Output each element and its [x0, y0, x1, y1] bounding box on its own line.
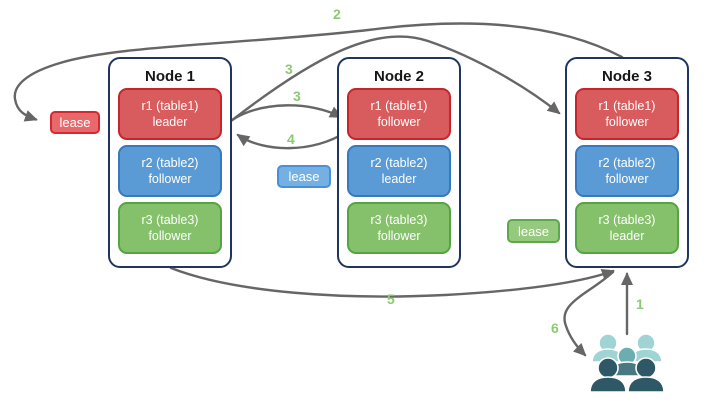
range-role: follower [605, 115, 649, 129]
node-1-range-r3: r3 (table3) follower [118, 202, 222, 254]
node-2-range-r2: r2 (table2) leader [347, 145, 451, 197]
arrow-step-4-node2-to-node1 [236, 130, 348, 150]
lease-badge-r3: lease [507, 219, 560, 243]
range-role: follower [148, 172, 192, 186]
range-label: r1 (table1) [370, 98, 428, 113]
node-3-range-r2: r2 (table2) follower [575, 145, 679, 197]
node-1: Node 1 r1 (table1) leader r2 (table2) fo… [108, 57, 232, 268]
arrow-step-3-node1-to-node3 [229, 35, 561, 123]
arrow-step-6-node3-to-users [563, 270, 615, 357]
step-label-1: 1 [636, 296, 644, 312]
range-label: r2 (table2) [370, 155, 428, 170]
arrow-step-3-node1-to-node2 [230, 104, 343, 122]
range-role: leader [152, 115, 188, 129]
step-label-2: 2 [333, 6, 341, 22]
step-label-5: 5 [387, 291, 395, 307]
lease-badge-r1: lease [50, 111, 100, 134]
node-2-range-r1: r1 (table1) follower [347, 88, 451, 140]
node-1-range-r1: r1 (table1) leader [118, 88, 222, 140]
node-3-title: Node 3 [601, 68, 652, 85]
lease-badge-r2: lease [277, 165, 331, 188]
node-2-title: Node 2 [373, 68, 424, 85]
node-1-range-r2: r2 (table2) follower [118, 145, 222, 197]
node-3: Node 3 r1 (table1) follower r2 (table2) … [565, 57, 689, 268]
range-role: follower [605, 172, 649, 186]
range-label: r2 (table2) [598, 155, 656, 170]
range-label: r2 (table2) [141, 155, 199, 170]
range-label: r3 (table3) [598, 212, 656, 227]
step-label-3a: 3 [285, 61, 293, 77]
step-label-6: 6 [551, 320, 559, 336]
arrow-step-2-node3-to-lease1 [13, 22, 624, 122]
range-label: r3 (table3) [141, 212, 199, 227]
node-3-range-r1: r1 (table1) follower [575, 88, 679, 140]
range-role: leader [381, 172, 417, 186]
range-label: r1 (table1) [141, 98, 199, 113]
range-role: follower [377, 115, 421, 129]
arrow-step-5-node1-to-node3 [169, 266, 615, 298]
node-2: Node 2 r1 (table1) follower r2 (table2) … [337, 57, 461, 268]
node-1-title: Node 1 [144, 68, 195, 85]
node-3-range-r3: r3 (table3) leader [575, 202, 679, 254]
step-label-3b: 3 [293, 88, 301, 104]
range-role: leader [609, 229, 645, 243]
node-2-range-r3: r3 (table3) follower [347, 202, 451, 254]
step-label-4: 4 [287, 131, 295, 147]
users-icon [589, 333, 665, 393]
range-label: r1 (table1) [598, 98, 656, 113]
range-label: r3 (table3) [370, 212, 428, 227]
range-role: follower [377, 229, 421, 243]
range-role: follower [148, 229, 192, 243]
